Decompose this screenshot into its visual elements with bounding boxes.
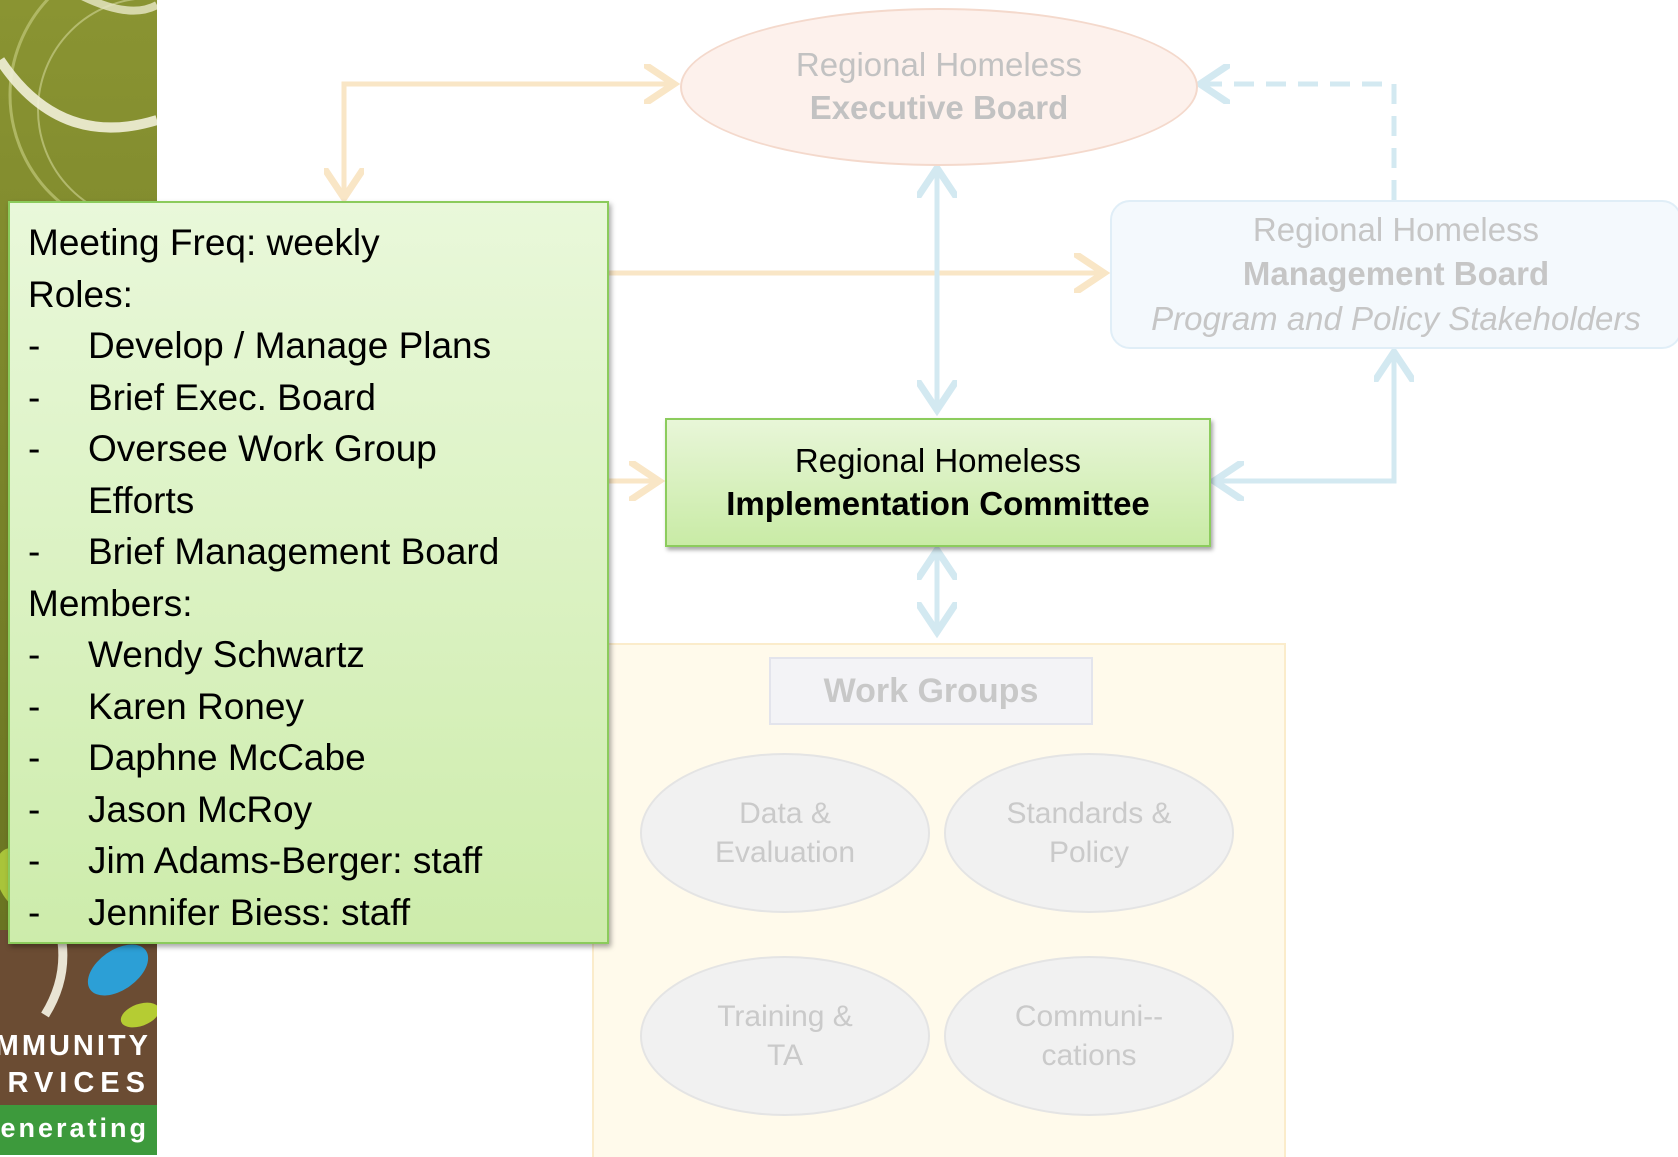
work-group-label-line1: Data & (739, 797, 831, 830)
role-item: - Develop / Manage Plans (28, 320, 607, 372)
role-text: Brief Exec. Board (88, 376, 376, 418)
members-heading: Members: (28, 582, 193, 624)
member-item: - Karen Roney (28, 681, 607, 733)
role-item: - Brief Exec. Board (28, 372, 607, 424)
management-board-node: Regional Homeless Management Board Progr… (1110, 200, 1678, 349)
management-board-line1: Regional Homeless (1252, 210, 1540, 248)
work-group-label-line2: cations (1041, 1039, 1137, 1072)
role-item: - Brief Management Board (28, 526, 607, 578)
role-item: - Oversee Work Group (28, 423, 607, 475)
work-group-data-evaluation: Data & Evaluation (640, 753, 930, 913)
role-text: Efforts (88, 479, 195, 521)
work-groups-title: Work Groups (769, 657, 1093, 725)
community-services-logo: MMUNITY RVICES (0, 930, 157, 1155)
bullet-dash: - (28, 737, 41, 778)
implementation-committee-line2: Implementation Committee (726, 484, 1150, 522)
implementation-committee-line1: Regional Homeless (794, 441, 1082, 479)
work-group-standards-policy: Standards & Policy (944, 753, 1234, 913)
work-group-communications: Communi-- cations (944, 956, 1234, 1116)
member-item: - Jennifer Biess: staff (28, 887, 607, 939)
member-item: - Daphne McCabe (28, 732, 607, 784)
bullet-dash: - (28, 531, 41, 572)
member-name: Jason McRoy (88, 788, 313, 830)
meeting-frequency: Meeting Freq: weekly (28, 222, 380, 263)
committee-info-panel: Meeting Freq: weekly Roles: - Develop / … (8, 201, 609, 944)
work-group-label-line2: Evaluation (714, 836, 856, 869)
member-name: Karen Roney (88, 685, 304, 727)
work-group-training-ta: Training & TA (640, 956, 930, 1116)
member-item: - Wendy Schwartz (28, 629, 607, 681)
bullet-dash: - (28, 634, 41, 675)
bullet-dash: - (28, 428, 41, 469)
role-item-continuation: Efforts (28, 475, 607, 527)
bullet-dash: - (28, 325, 41, 366)
implementation-committee-node: Regional Homeless Implementation Committ… (665, 418, 1211, 547)
member-name: Jennifer Biess: staff (88, 891, 411, 933)
bullet-dash: - (28, 685, 41, 727)
member-name: Daphne McCabe (88, 737, 366, 778)
role-text: Develop / Manage Plans (88, 325, 492, 366)
bullet-dash: - (28, 840, 41, 881)
role-text: Brief Management Board (88, 531, 500, 572)
management-board-line2: Management Board (1242, 255, 1550, 293)
bullet-dash: - (28, 376, 41, 418)
executive-board-line2: Executive Board (809, 89, 1069, 126)
bullet-dash: - (28, 891, 41, 933)
work-group-label-line2: Policy (1048, 836, 1130, 869)
member-item: - Jim Adams-Berger: staff (28, 835, 607, 887)
work-group-label-line1: Standards & (1006, 797, 1172, 830)
roles-heading: Roles: (28, 273, 133, 315)
arrow-management-implementation (1214, 352, 1394, 481)
work-group-label-line1: Communi-- (1014, 1000, 1164, 1033)
dashed-arrow-management-to-exec (1200, 84, 1397, 200)
member-name: Jim Adams-Berger: staff (88, 840, 483, 881)
logo-text-line3: enerating (0, 1113, 149, 1143)
work-group-label-line1: Training & (717, 1000, 853, 1033)
management-board-line3: Program and Policy Stakeholders (1151, 299, 1641, 337)
logo-text-line1: MMUNITY (0, 1030, 151, 1062)
work-group-label-line2: TA (766, 1039, 804, 1072)
role-text: Oversee Work Group (88, 428, 437, 469)
executive-board-node: Regional Homeless Executive Board (680, 8, 1198, 166)
member-item: - Jason McRoy (28, 784, 607, 836)
arrow-to-executive-board (341, 84, 674, 200)
logo-green-band: enerating (0, 1105, 157, 1155)
executive-board-line1: Regional Homeless (795, 46, 1083, 84)
member-name: Wendy Schwartz (88, 634, 365, 675)
bullet-dash: - (28, 788, 41, 830)
logo-text-line2: RVICES (7, 1067, 151, 1099)
